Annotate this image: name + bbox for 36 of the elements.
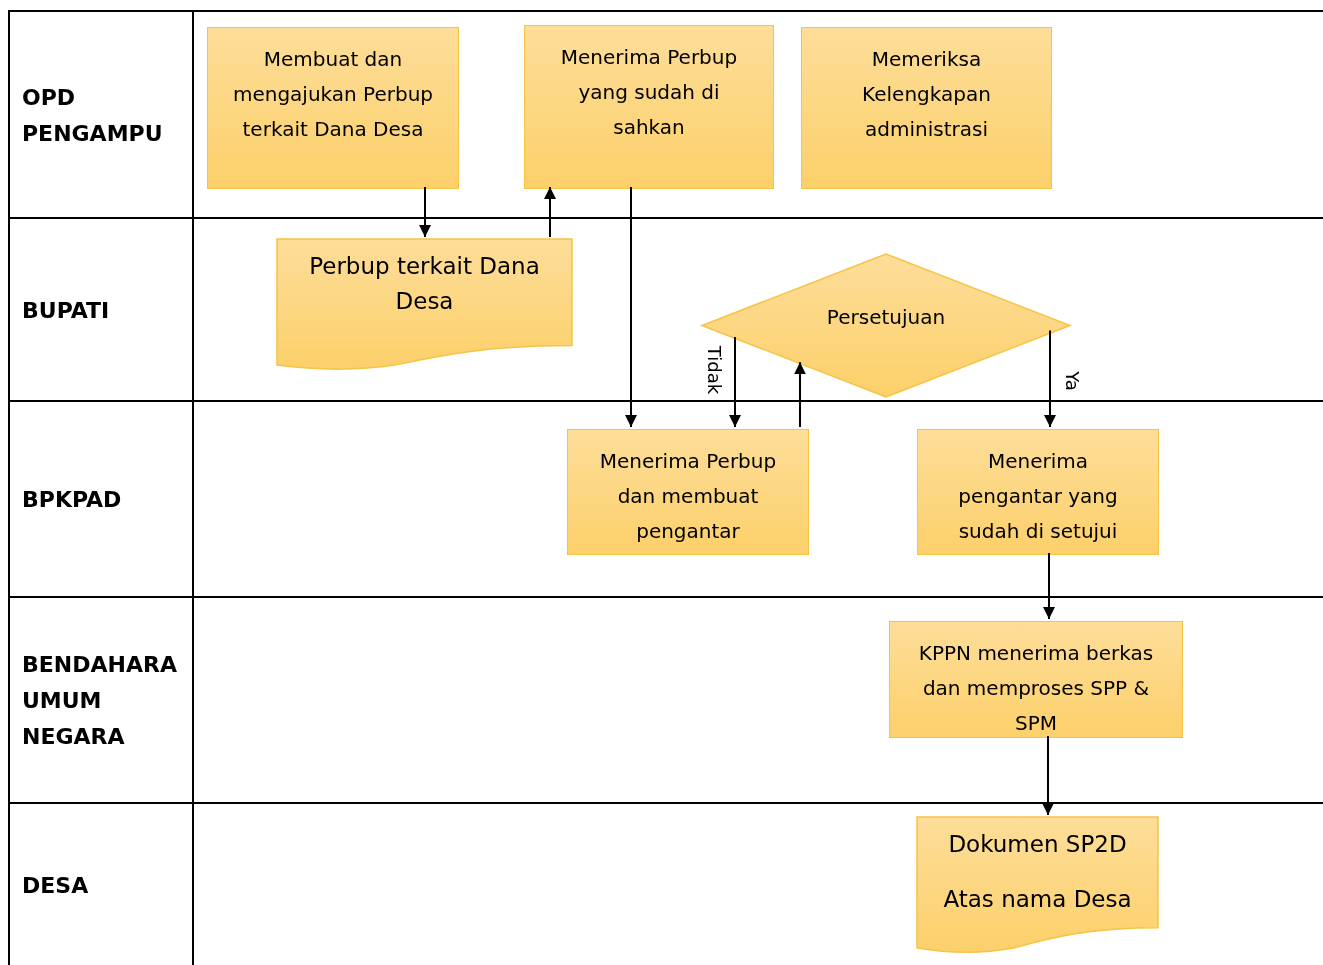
process-text: Memeriksa Kelengkapan administrasi: [861, 46, 992, 143]
process-text: Menerima Perbup dan membuat pengantar: [598, 448, 778, 545]
process-box: [524, 25, 774, 189]
process-box: [889, 621, 1183, 738]
document-text: Dokumen SP2D: [948, 830, 1127, 859]
arrow: [1042, 735, 1054, 816]
swimlane: [8, 400, 1323, 596]
lane-label: BPKPAD: [22, 486, 123, 514]
process-box: [917, 429, 1159, 555]
process-text: Menerima pengantar yang sudah di setujui: [957, 448, 1119, 545]
arrow: [544, 186, 556, 238]
swimlane: [8, 217, 1323, 400]
arrow: [625, 186, 637, 428]
arrow: [794, 361, 806, 428]
arrow: [729, 336, 741, 428]
swimlane: [8, 596, 1323, 802]
lane-label: DESA: [22, 871, 90, 900]
swimlane: [8, 10, 1323, 217]
document-shape: [277, 239, 572, 369]
process-text: Menerima Perbup yang sudah di sahkan: [559, 44, 739, 141]
document-text: Atas nama Desa: [943, 885, 1132, 914]
process-box: [567, 429, 809, 555]
process-text: KPPN menerima berkas dan memproses SPP & SPM: [917, 640, 1155, 737]
decision-label: Persetujuan: [826, 304, 946, 331]
arrow: [1044, 329, 1056, 428]
process-box: [801, 27, 1052, 189]
lane-label: OPD PENGAMPU: [22, 83, 164, 148]
process-box: [207, 27, 459, 189]
swimlane: [8, 802, 1323, 965]
lane-label: BENDAHARA UMUM NEGARA: [22, 651, 178, 751]
arrow: [1043, 552, 1055, 620]
lane-label: BUPATI: [22, 296, 111, 325]
process-text: Membuat dan mengajukan Perbup terkait Dana Desa: [232, 46, 434, 143]
document-text: Perbup terkait Dana Desa: [308, 252, 541, 316]
arrow: [419, 186, 431, 238]
document-shape: [917, 817, 1158, 952]
